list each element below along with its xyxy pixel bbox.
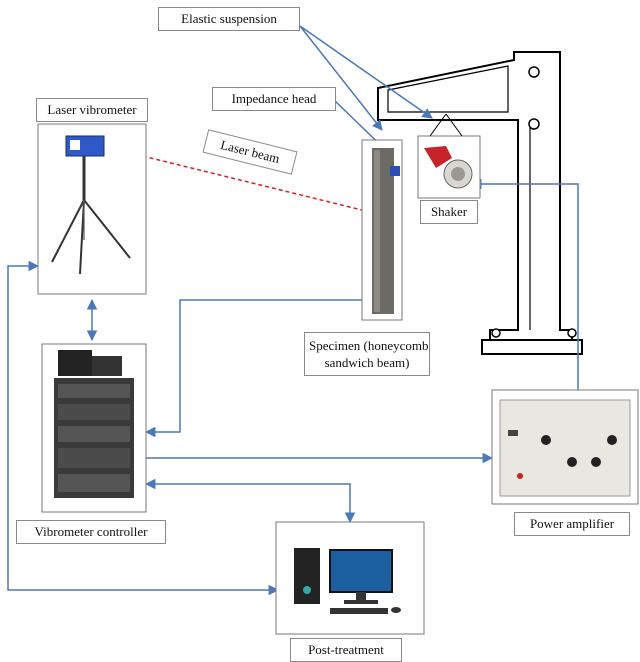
label-specimen-line2: sandwich beam) xyxy=(324,355,410,370)
label-vibrometer-controller: Vibrometer controller xyxy=(16,520,166,544)
shaker-device xyxy=(417,113,481,199)
power-amplifier-device xyxy=(491,389,639,505)
frame-bolts xyxy=(491,66,577,338)
label-specimen-line1: Specimen (honeycomb xyxy=(309,338,429,353)
label-power-amplifier: Power amplifier xyxy=(514,512,630,536)
label-post-treatment: Post-treatment xyxy=(290,638,402,662)
support-frame xyxy=(377,51,583,355)
signal-connections xyxy=(7,178,579,596)
laser-beam-line xyxy=(101,145,379,215)
vibrometer-controller-device xyxy=(41,343,147,513)
computer-device xyxy=(275,521,425,635)
label-specimen: Specimen (honeycomb sandwich beam) xyxy=(304,332,430,376)
label-laser-vibrometer: Laser vibrometer xyxy=(36,98,148,122)
specimen-beam xyxy=(361,139,403,321)
label-elastic-suspension: Elastic suspension xyxy=(158,7,300,31)
laser-vibrometer-device xyxy=(37,123,147,295)
label-impedance-head: Impedance head xyxy=(212,87,336,111)
elastic-suspension-pointers xyxy=(299,25,433,131)
label-shaker: Shaker xyxy=(420,200,478,224)
